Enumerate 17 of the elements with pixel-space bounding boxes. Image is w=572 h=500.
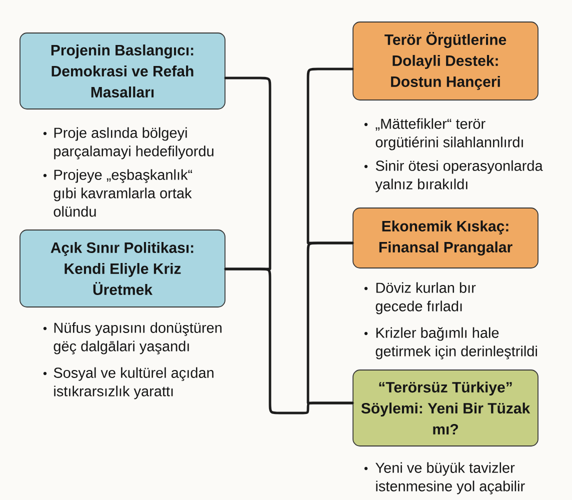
topic-box: Terör Örgütlerine Dolayli Destek: Dostun Hançeri bbox=[352, 22, 538, 100]
list-item: „Mättefikler“ terör orgütiérini silahlannlırdı bbox=[376, 118, 523, 150]
list-item: Krizler bağımlı hale getirmek için derinleştrildi bbox=[376, 327, 537, 360]
topic-box: Ekonemik Kıskaç: Finansal Prangalar bbox=[352, 208, 538, 268]
topic-box: “Terörsüz Türkiye” Söylemi: Yeni Bir Tüzak mı? bbox=[352, 370, 538, 446]
connector-line bbox=[306, 242, 354, 404]
list-item: Yeni ve büyük tavizler istenmesine yol açabilir bbox=[376, 462, 525, 494]
list-item: Döviz kurlan bır gecede fırladı bbox=[376, 282, 476, 314]
list-item: Sinir ötesi operasyonlarda yalnız bırakıldı bbox=[375, 160, 543, 192]
connector-line bbox=[224, 76, 272, 270]
list-item: Nüfus yapısını donüştüren gëç dalgālari yaşandı bbox=[54, 322, 222, 354]
topic-box: Projenin Baslangıcı: Demokrasi ve Refah Masalları bbox=[20, 32, 226, 110]
list-item: Proje aslında bölgeyi parçalamayi hedefilyordu bbox=[54, 127, 214, 160]
list-item: Sosyal ve kultürel açıdan istıkrarsızlık yarattı bbox=[54, 367, 214, 400]
list-item: Projeye „eşbaşkanlık“ gıbi kavramlarla ortak olündu bbox=[54, 169, 192, 217]
connector-line bbox=[306, 68, 354, 244]
topic-box: Açık Sınır Politikası: Kendi Eliyle Kriz Üretmek bbox=[20, 230, 226, 308]
